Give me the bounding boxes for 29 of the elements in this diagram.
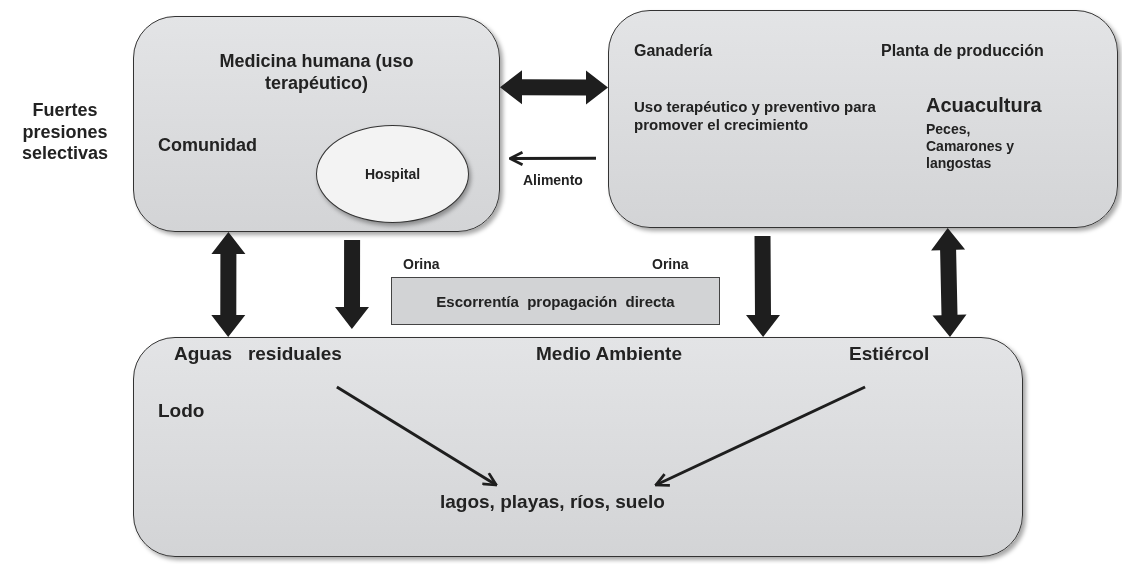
block-arrow bbox=[746, 236, 780, 337]
block-arrow bbox=[335, 240, 369, 329]
box-label: Escorrentía propagación directa bbox=[436, 292, 675, 310]
box-text: Comunidad bbox=[158, 135, 258, 157]
flow-label: Orina bbox=[652, 256, 689, 273]
box-heading: Medicina humana (uso terapéutico) bbox=[218, 51, 415, 95]
double-block-arrow bbox=[500, 70, 608, 105]
side-note: Fuertes presiones selectivas bbox=[20, 100, 110, 165]
rounded-box bbox=[133, 16, 500, 232]
rounded-box bbox=[133, 337, 1023, 557]
box-heading: Acuacultura bbox=[926, 93, 1043, 117]
box-heading: Medio Ambiente bbox=[535, 343, 683, 366]
text-label: Aguas residuales bbox=[174, 343, 342, 365]
ellipse-label: Hospital bbox=[364, 166, 421, 182]
arrow bbox=[508, 150, 596, 167]
process-box bbox=[391, 277, 720, 325]
double-block-arrow bbox=[211, 232, 246, 337]
box-text: Peces, Camarones y langostas bbox=[926, 121, 1014, 172]
box-heading: Ganadería bbox=[634, 41, 714, 61]
arrow bbox=[654, 385, 866, 487]
arrow bbox=[336, 385, 498, 487]
text-label: Estiércol bbox=[849, 343, 930, 365]
double-block-arrow bbox=[931, 228, 967, 337]
box-text: Uso terapéutico y preventivo para promover el crecimiento bbox=[634, 98, 877, 134]
flow-label: Orina bbox=[403, 256, 440, 273]
text-label: lagos, playas, ríos, suelo bbox=[440, 491, 665, 513]
box-text: Lodo bbox=[158, 400, 206, 423]
box-heading: Planta de producción bbox=[881, 41, 1045, 61]
rounded-box bbox=[608, 10, 1118, 228]
